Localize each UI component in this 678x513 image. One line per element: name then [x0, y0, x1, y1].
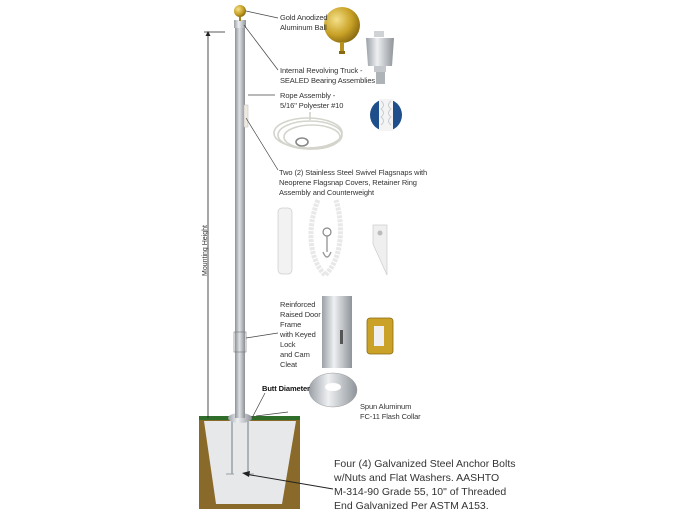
mounting-height-label: Mounting Height — [202, 225, 209, 276]
foundation — [199, 413, 300, 509]
truck-image — [366, 31, 394, 84]
truck-label: Internal Revolving Truck - SEALED Bearin… — [280, 66, 376, 85]
rope-label: Rope Assembly - 5/16" Polyester #10 — [280, 91, 344, 110]
door-frame-label: Reinforced Raised Door Frame with Keyed … — [280, 300, 321, 369]
ball-label: Gold Anodized Aluminum Ball — [280, 13, 328, 32]
flash-collar-label: Spun Aluminum FC-11 Flash Collar — [360, 402, 421, 421]
flagsnaps-label: Two (2) Stainless Steel Swivel Flagsnaps… — [279, 168, 428, 197]
gold-ball-image — [324, 7, 360, 54]
flash-collar-image — [308, 372, 358, 408]
rope-coil-image — [273, 112, 343, 150]
door-frame-image — [322, 296, 394, 368]
anchor-bolts-label: Four (4) Galvanized Steel Anchor Bolts w… — [334, 458, 516, 512]
butt-diameter-label: Butt Diameter — [262, 384, 310, 393]
flagsnaps-image — [277, 199, 388, 279]
pole — [235, 26, 245, 418]
rope-swatch-image — [370, 99, 402, 131]
